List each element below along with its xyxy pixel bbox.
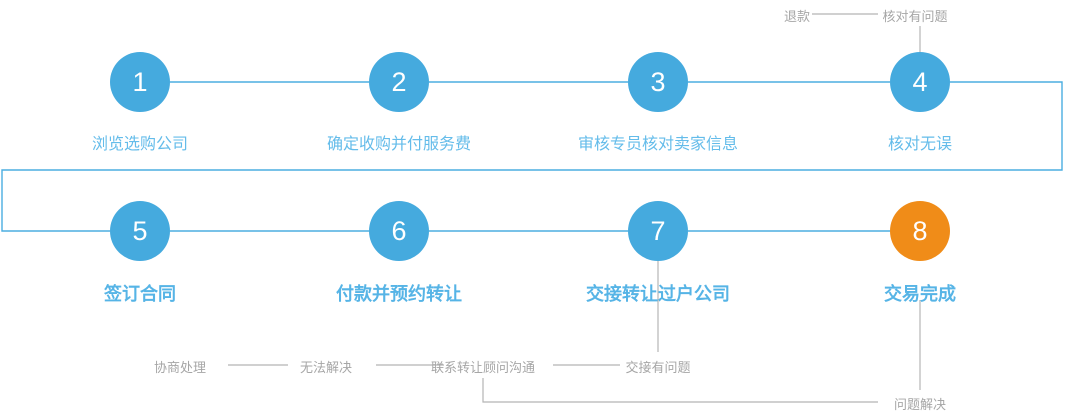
step-number-2: 2 bbox=[391, 66, 407, 97]
note-negotiate: 协商处理 bbox=[153, 360, 207, 375]
note-problem-solved: 问题解决 bbox=[893, 397, 947, 412]
step-node-8[interactable]: 8 bbox=[890, 201, 950, 261]
step-number-6: 6 bbox=[391, 215, 407, 246]
step-node-7[interactable]: 7 bbox=[628, 201, 688, 261]
step-node-6[interactable]: 6 bbox=[369, 201, 429, 261]
step-node-2[interactable]: 2 bbox=[369, 52, 429, 112]
note-contact-advisor: 联系转让顾问沟通 bbox=[430, 360, 536, 375]
note-check-problem: 核对有问题 bbox=[882, 9, 948, 24]
step-node-4[interactable]: 4 bbox=[890, 52, 950, 112]
note-unresolved: 无法解决 bbox=[299, 360, 353, 375]
step-number-7: 7 bbox=[650, 215, 666, 246]
step-number-5: 5 bbox=[132, 215, 148, 246]
step-node-3[interactable]: 3 bbox=[628, 52, 688, 112]
step-label-8: 交易完成 bbox=[884, 284, 956, 304]
step-number-8: 8 bbox=[912, 215, 928, 246]
step-number-4: 4 bbox=[912, 66, 928, 97]
step-number-3: 3 bbox=[650, 66, 666, 97]
step-label-4: 核对无误 bbox=[887, 136, 953, 153]
step-label-6: 付款并预约转让 bbox=[336, 284, 462, 304]
step-label-5: 签订合同 bbox=[104, 284, 176, 304]
branch-advisor-to-solved bbox=[482, 378, 878, 403]
step-node-5[interactable]: 5 bbox=[110, 201, 170, 261]
step-label-1: 浏览选购公司 bbox=[91, 136, 189, 153]
note-refund: 退款 bbox=[783, 9, 811, 24]
step-number-1: 1 bbox=[132, 66, 148, 97]
step-label-7: 交接转让过户公司 bbox=[586, 284, 730, 304]
step-label-2: 确定收购并付服务费 bbox=[326, 136, 472, 153]
step-node-1[interactable]: 1 bbox=[110, 52, 170, 112]
note-handover-issue: 交接有问题 bbox=[625, 360, 691, 375]
step-label-3: 审核专员核对卖家信息 bbox=[577, 136, 739, 153]
